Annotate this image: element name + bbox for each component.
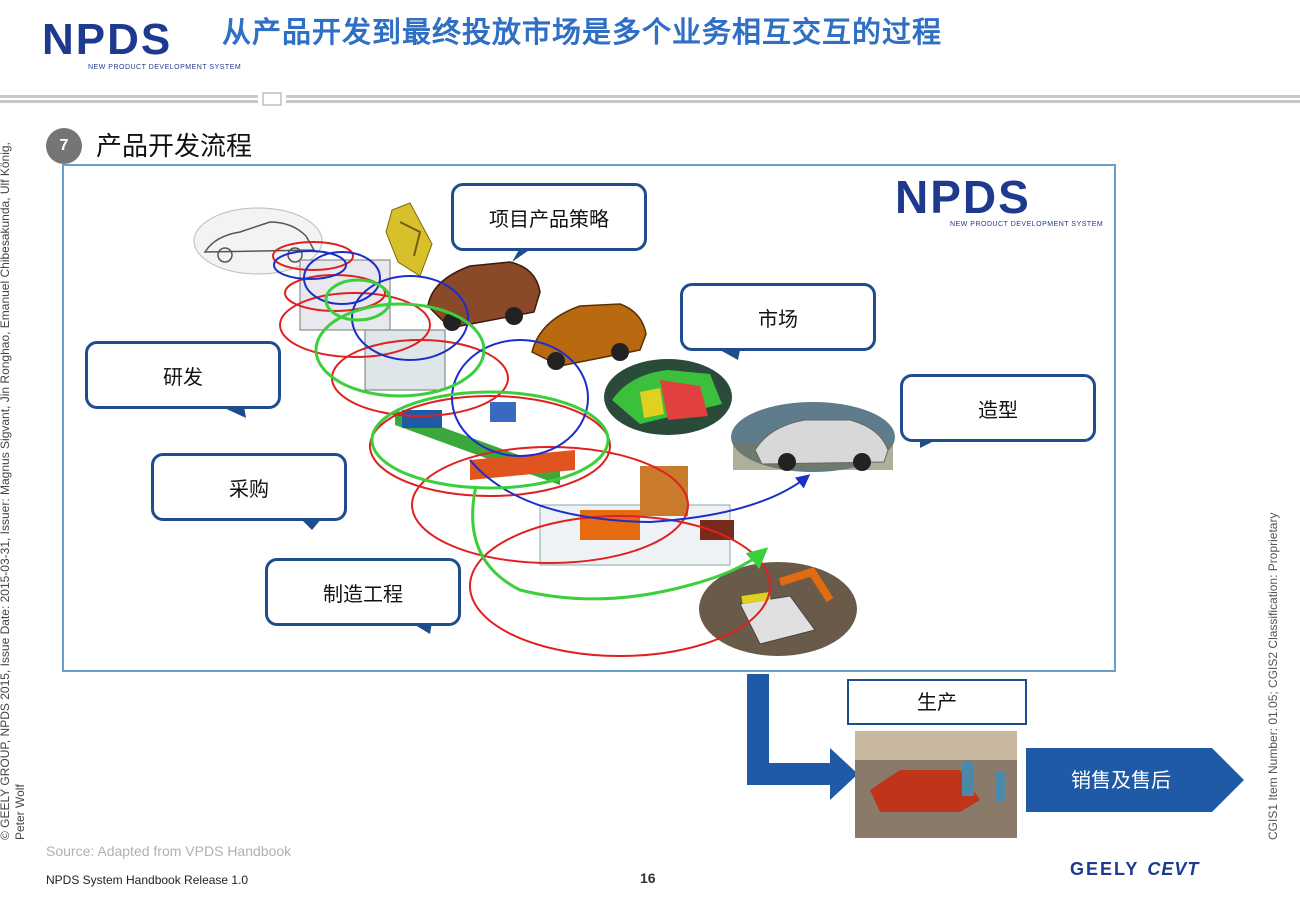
section-title: 产品开发流程 <box>96 132 253 162</box>
mesh-car-image-1 <box>427 261 541 331</box>
flow-arrow <box>747 674 835 785</box>
cevt-logo: CEVT <box>1147 859 1200 879</box>
section-number-badge: 7 <box>46 128 82 164</box>
header-divider <box>0 92 1300 106</box>
bubble-market: 市场 <box>680 283 876 351</box>
styling-car-image <box>731 402 895 472</box>
crash-test-dummy-image <box>385 202 433 277</box>
diagram-npds-logo: NPDS <box>895 171 1031 223</box>
blue-iteration-loops <box>273 250 811 524</box>
green-iteration-loops <box>314 278 769 601</box>
after-sales-arrow <box>1026 748 1244 812</box>
after-sales-label: 销售及售后 <box>1071 768 1171 792</box>
production-line-photo <box>855 731 1017 838</box>
red-iteration-loops <box>272 241 771 657</box>
copyright-credit: © GEELY GROUP, NPDS 2015, Issue Date: 20… <box>0 142 27 840</box>
classification-note: CGIS1 Item Number: 01.05; CGIS2 Classifi… <box>1266 512 1280 840</box>
slide-title: 从产品开发到最终投放市场是多个业务相互交互的过程 <box>222 15 943 49</box>
document-name: NPDS System Handbook Release 1.0 <box>46 873 249 887</box>
mesh-car-image-2 <box>531 303 647 370</box>
diagram-npds-logo-subtitle: NEW PRODUCT DEVELOPMENT SYSTEM <box>950 221 1104 228</box>
page-number: 16 <box>640 870 656 886</box>
npds-logo-subtitle: NEW PRODUCT DEVELOPMENT SYSTEM <box>88 64 242 71</box>
production-label: 生产 <box>847 679 1027 725</box>
aero-simulation-image <box>604 359 732 435</box>
bubble-rnd: 研发 <box>85 341 281 409</box>
bubble-product-strategy: 项目产品策略 <box>451 183 647 251</box>
robot-assembly-image <box>699 562 857 656</box>
sketch-car-image <box>193 207 323 275</box>
bubble-manufacturing-engineering: 制造工程 <box>265 558 461 626</box>
npds-logo: NPDS <box>42 15 173 64</box>
bubble-styling: 造型 <box>900 374 1096 442</box>
geely-logo: GEELY <box>1070 859 1140 879</box>
bubble-purchasing: 采购 <box>151 453 347 521</box>
flow-arrow-head <box>830 748 858 800</box>
brand-logos: GEELY CEVT <box>1070 859 1199 880</box>
source-note: Source: Adapted from VPDS Handbook <box>46 843 292 859</box>
